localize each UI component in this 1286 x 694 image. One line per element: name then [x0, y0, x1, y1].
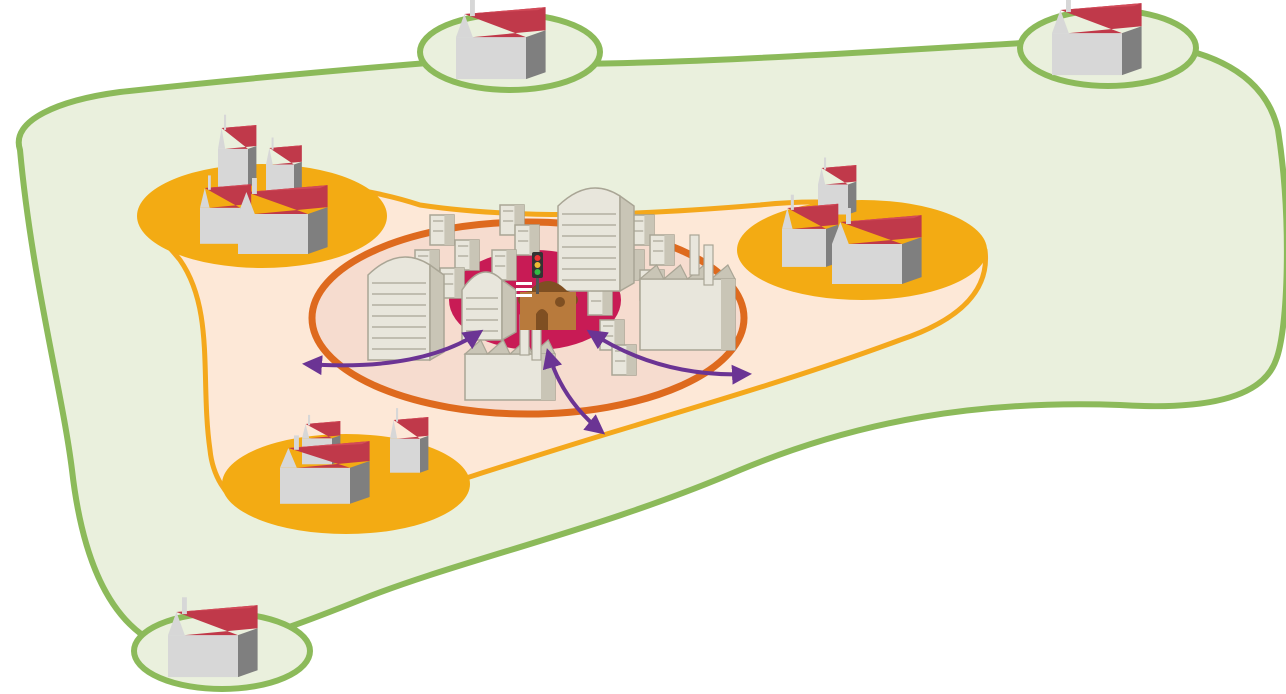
house-icon [238, 178, 328, 254]
apartment-block-icon [454, 239, 480, 271]
crosswalk-icon [516, 282, 532, 297]
office-building-icon [557, 187, 635, 293]
house-icon [280, 435, 370, 504]
arrow-icon [542, 348, 606, 435]
apartment-block-icon [429, 214, 455, 246]
chimney [703, 244, 714, 286]
office-building-icon [367, 256, 445, 362]
apartment-block-icon [649, 234, 675, 266]
house-icon [168, 597, 258, 678]
factory-icon [638, 264, 736, 351]
chimney [689, 234, 700, 276]
arrow-icon [302, 329, 484, 376]
arrow-icon [586, 329, 752, 385]
house-icon [782, 194, 839, 267]
church-icon [518, 281, 578, 330]
house-icon [1052, 0, 1142, 76]
house-icon [218, 114, 257, 187]
house-icon [390, 408, 429, 473]
arrows [302, 329, 752, 435]
apartment-block-icon [514, 224, 540, 256]
office-building-icon [461, 271, 517, 342]
traffic-light-icon [532, 252, 543, 294]
houses [168, 0, 1142, 678]
house-icon [832, 208, 922, 284]
house-icon [456, 0, 546, 80]
